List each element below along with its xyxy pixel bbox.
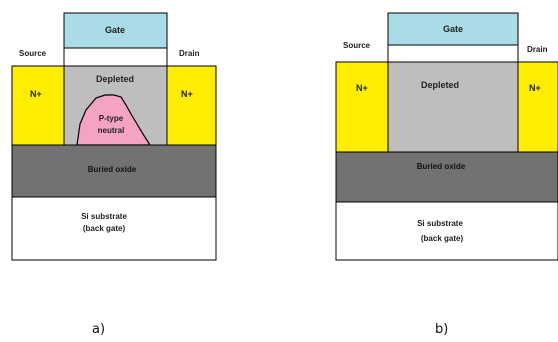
- panel-a-depleted-label: Depleted: [96, 74, 134, 84]
- panel-a-buried-oxide-label: Buried oxide: [88, 165, 137, 174]
- panel-a-substrate-label-line2: (back gate): [83, 224, 126, 233]
- panel-b-depleted-label: Depleted: [421, 80, 459, 90]
- panel-b-buried-oxide-label: Buried oxide: [417, 162, 466, 171]
- panel-a-caption: a): [92, 322, 105, 337]
- panel-b-n-plus-left-label: N+: [356, 83, 368, 93]
- panel-b-gate: [387, 12, 519, 46]
- panel-a: Gate Source Drain N+ Depleted P-type neu…: [11, 12, 217, 337]
- panel-a-gate-oxide: [63, 47, 168, 67]
- panel-a-n-plus-drain: [166, 65, 217, 146]
- panel-b-n-plus-source: [335, 61, 389, 153]
- panel-a-n-plus-right-label: N+: [181, 89, 193, 99]
- panel-a-n-plus-source: [11, 65, 65, 146]
- panel-a-p-type-label-line1: P-type: [99, 114, 124, 123]
- panel-b-n-plus-drain: [517, 61, 558, 153]
- panel-a-substrate-label-line1: Si substrate: [81, 212, 127, 221]
- panel-b-n-plus-right-label: N+: [529, 83, 541, 93]
- panel-a-buried-oxide: [11, 144, 217, 198]
- panel-a-p-type-label-line2: neutral: [98, 126, 125, 135]
- panel-b-source-label: Source: [343, 41, 371, 50]
- panel-a-p-type-neutral-region: [76, 94, 152, 146]
- panel-b-depleted-region: [387, 61, 519, 153]
- panel-a-gate-label: Gate: [105, 25, 125, 35]
- panel-b-buried-oxide: [335, 151, 558, 203]
- panel-a-si-substrate: [11, 196, 217, 261]
- panel-a-drain-label: Drain: [179, 49, 200, 58]
- panel-b-substrate-label-line2: (back gate): [421, 234, 464, 243]
- panel-b-gate-label: Gate: [443, 24, 463, 34]
- panel-b-drain-label: Drain: [527, 45, 548, 54]
- panel-a-source-label: Source: [19, 49, 47, 58]
- panel-b-si-substrate: [335, 201, 558, 261]
- panel-a-n-plus-left-label: N+: [30, 89, 42, 99]
- panel-a-gate: [63, 12, 168, 49]
- panel-b-caption: b): [435, 322, 448, 337]
- panel-b: Gate Source Drain N+ Depleted N+ Buried …: [335, 12, 558, 337]
- panel-b-gate-oxide: [387, 44, 519, 63]
- panel-b-substrate-label-line1: Si substrate: [417, 219, 463, 228]
